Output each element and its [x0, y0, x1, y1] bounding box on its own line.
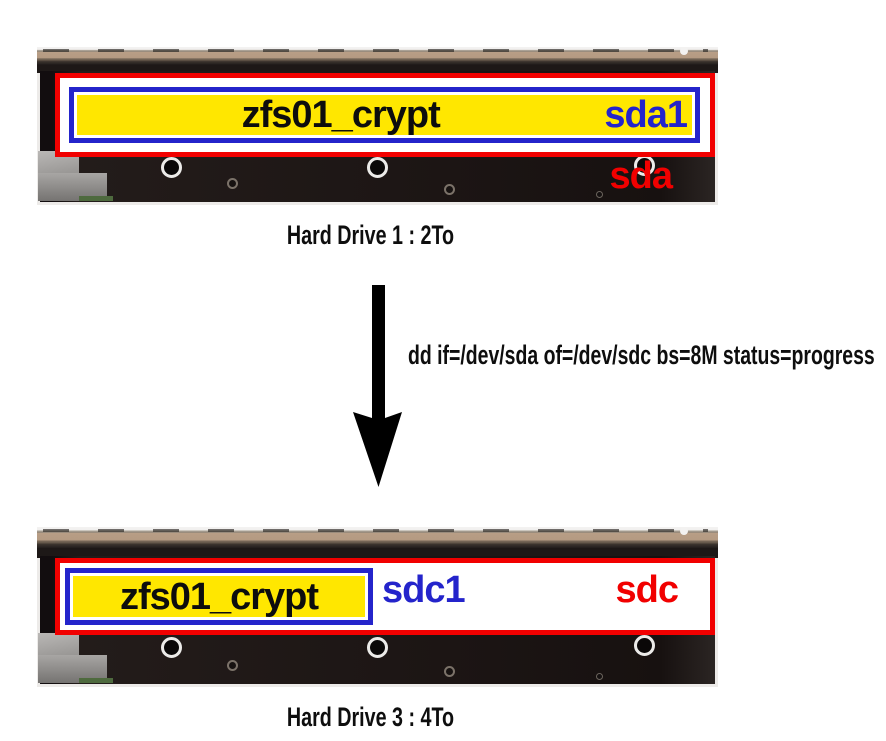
- partition-label: zfs01_crypt: [119, 575, 319, 618]
- top-screw-icon: [680, 47, 688, 55]
- drive-pcb-edge: [79, 196, 113, 201]
- screw-hole: [634, 635, 655, 656]
- drive-pcb-edge: [79, 678, 113, 683]
- partition-region-sda1: zfs01_crypt sda1: [69, 87, 700, 143]
- drive-platter-edge: [37, 47, 718, 73]
- screw-hole: [444, 666, 455, 677]
- dd-command-text: dd if=/dev/sda of=/dev/sdc bs=8M status=…: [408, 340, 875, 370]
- platter-edge-texture: [43, 49, 708, 52]
- screw-hole: [596, 191, 603, 198]
- disk-device-label: sdc: [615, 569, 679, 611]
- hard-drive-1-photo: zfs01_crypt sda1 sda: [37, 47, 718, 205]
- top-screw-icon: [680, 527, 688, 535]
- drive-caption: Hard Drive 1 : 2To: [286, 220, 455, 250]
- partition-device-label: sda1: [604, 94, 688, 136]
- drive-caption: Hard Drive 3 : 4To: [286, 702, 455, 732]
- screw-hole: [161, 157, 182, 178]
- partition-fill: zfs01_crypt sda1: [77, 95, 692, 135]
- screw-hole: [444, 184, 455, 195]
- screw-hole: [367, 637, 388, 658]
- partition-fill: zfs01_crypt: [73, 576, 365, 617]
- partition-device-label: sdc1: [382, 569, 466, 611]
- screw-hole: [367, 157, 388, 178]
- screw-hole: [227, 660, 238, 671]
- drive-platter-edge: [37, 527, 718, 558]
- partition-region-sdc1: zfs01_crypt: [65, 568, 373, 625]
- partition-label: zfs01_crypt: [241, 94, 441, 136]
- hard-drive-3-photo: zfs01_crypt sdc1 sdc: [37, 527, 718, 687]
- screw-hole: [227, 178, 238, 189]
- disk-device-label: sda: [609, 155, 673, 197]
- clone-direction-arrow: [353, 285, 402, 487]
- screw-hole: [596, 673, 603, 680]
- screw-hole: [161, 637, 182, 658]
- platter-edge-texture: [43, 529, 708, 532]
